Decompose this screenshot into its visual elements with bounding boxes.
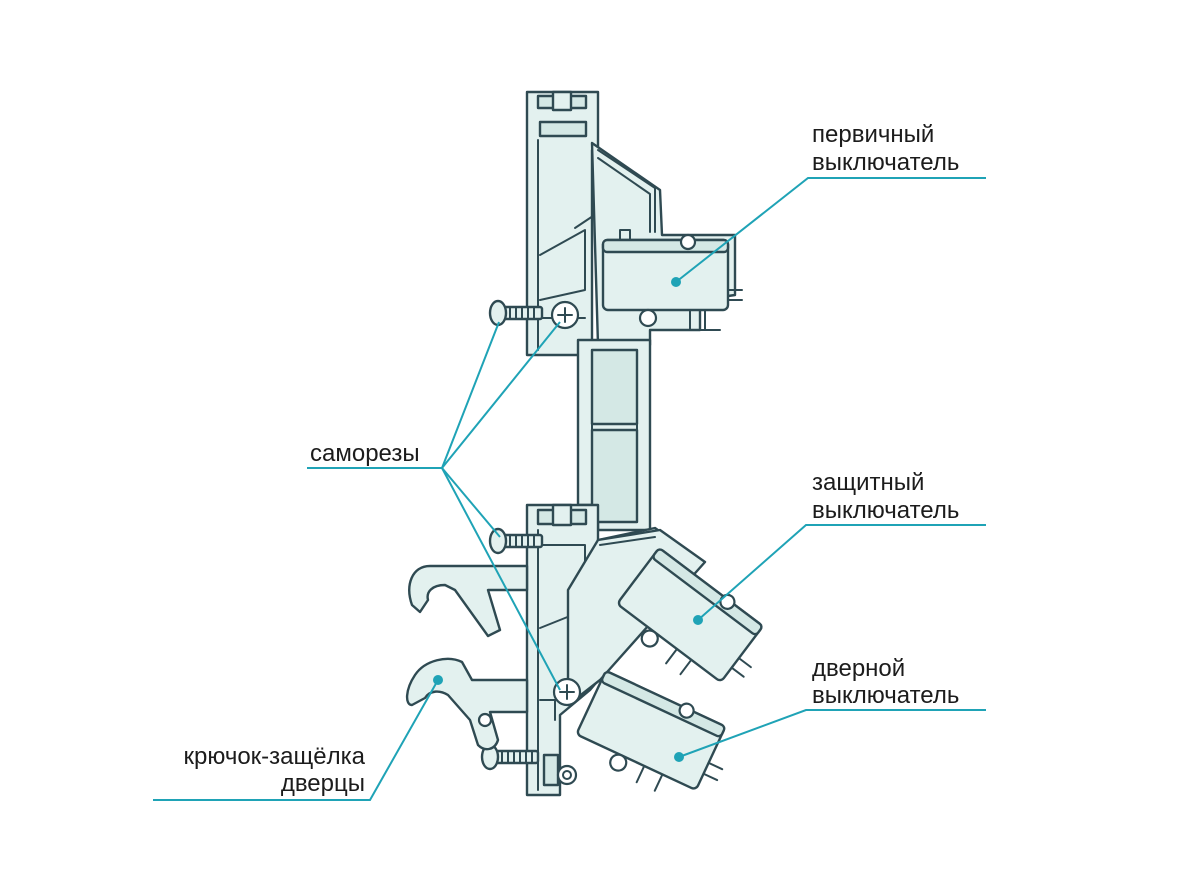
door-switch — [576, 670, 726, 792]
label-safety-switch-line1: защитный — [812, 469, 924, 496]
label-primary-switch-line1: первичный — [812, 121, 934, 148]
label-door-hook-line1: крючок-защёлка — [184, 743, 366, 770]
leader-dot-primary — [671, 277, 681, 287]
label-safety-switch-line2: выключатель — [812, 497, 959, 524]
leader-lines — [153, 177, 986, 801]
leader-dot-door — [674, 752, 684, 762]
primary-switch — [601, 229, 743, 331]
screw-top-center — [550, 300, 580, 330]
label-door-switch-line2: выключатель — [812, 682, 959, 709]
screw-top-left — [488, 299, 544, 327]
leader-dot-safety — [693, 615, 703, 625]
leader-screw-3 — [441, 467, 501, 538]
screw-middle-left — [488, 527, 544, 555]
safety-switch — [617, 548, 763, 682]
leader-primary-switch — [675, 177, 986, 283]
leader-dot-hook — [433, 675, 443, 685]
leader-screw-4 — [441, 467, 561, 691]
label-primary-switch-line2: выключатель — [812, 149, 959, 176]
leader-door-switch — [678, 709, 986, 758]
leader-screw-2 — [441, 321, 561, 469]
labels: первичный выключатель саморезы защитный … — [184, 121, 960, 797]
leader-safety-switch — [697, 524, 986, 621]
upper-door-hook — [408, 564, 529, 638]
label-door-switch-line1: дверной — [812, 655, 905, 682]
label-door-hook-line2: дверцы — [281, 770, 365, 797]
leader-screw-1 — [441, 321, 500, 469]
screw-bottom-center — [552, 677, 582, 707]
leader-door-hook — [153, 679, 439, 801]
label-screws: саморезы — [310, 440, 420, 467]
screw-bottom-left — [480, 743, 540, 771]
